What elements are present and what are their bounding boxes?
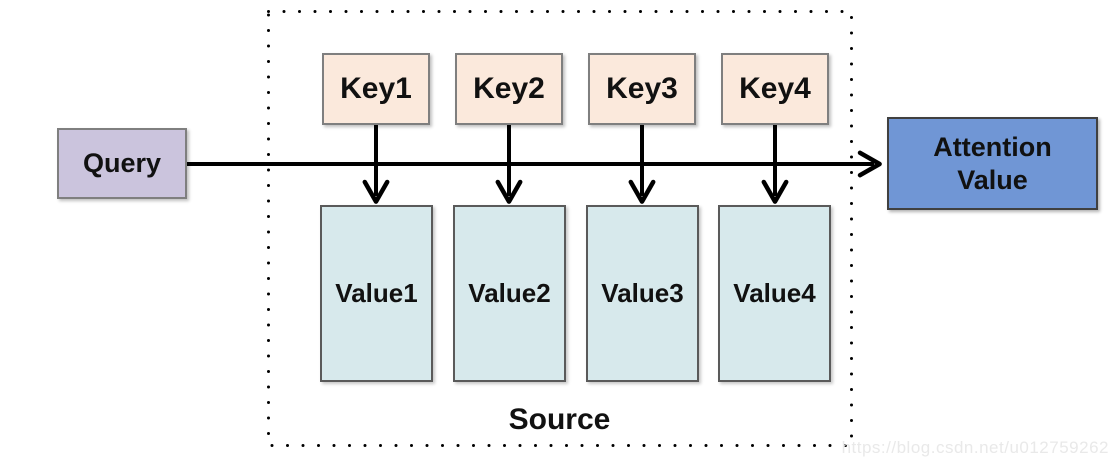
query-node: Query (57, 128, 187, 199)
value1-node: Value1 (320, 205, 433, 382)
attention-value-line1: Attention (933, 132, 1052, 163)
attention-value-line2: Value (957, 164, 1028, 195)
key3-node: Key3 (588, 53, 696, 125)
value4-node: Value4 (718, 205, 831, 382)
value2-node: Value2 (453, 205, 566, 382)
attention-value-node: Attention Value (887, 117, 1098, 210)
value3-node: Value3 (586, 205, 699, 382)
key4-node: Key4 (721, 53, 829, 125)
key1-node: Key1 (322, 53, 430, 125)
key2-node: Key2 (455, 53, 563, 125)
source-group-label: Source (508, 403, 611, 436)
csdn-watermark: https://blog.csdn.net/u012759262 (841, 438, 1109, 457)
